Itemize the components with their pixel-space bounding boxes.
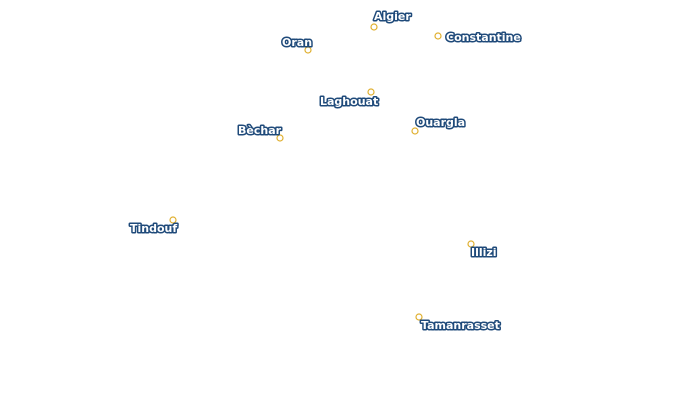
city-marker-illizi[interactable]: Illizi [467,240,498,261]
city-label-tamanrasset: Tamanrasset [421,319,500,332]
city-dot-oran[interactable] [304,46,312,54]
city-dot-ouargla[interactable] [411,127,419,135]
city-marker-oran[interactable]: Oran [281,35,314,54]
city-label-bechar: Bèchar [238,124,282,137]
city-label-laghouat: Laghouat [320,95,378,108]
city-marker-constantine[interactable]: Constantine [434,30,522,46]
city-marker-laghouat[interactable]: Laghouat [319,88,380,110]
city-dot-tamanrasset[interactable] [415,313,423,321]
city-marker-ouargla[interactable]: Ouargla [411,115,467,135]
city-dot-tindouf[interactable] [169,216,177,224]
city-label-oran: Oran [282,36,312,49]
city-label-ouargla: Ouargla [416,116,465,129]
city-label-algier: Algier [374,10,411,23]
city-dot-constantine[interactable] [434,32,442,40]
city-marker-bechar[interactable]: Bèchar [237,123,284,142]
city-label-illizi: Illizi [471,246,497,259]
city-marker-tindouf[interactable]: Tindouf [129,216,179,237]
city-label-constantine: Constantine [446,31,521,44]
city-dot-illizi[interactable] [467,240,475,248]
city-dot-laghouat[interactable] [367,88,375,96]
city-marker-algier[interactable]: Algier [370,9,413,31]
city-marker-tamanrasset[interactable]: Tamanrasset [415,313,501,334]
city-dot-bechar[interactable] [276,134,284,142]
city-label-tindouf: Tindouf [130,222,177,235]
city-dot-algier[interactable] [370,23,378,31]
